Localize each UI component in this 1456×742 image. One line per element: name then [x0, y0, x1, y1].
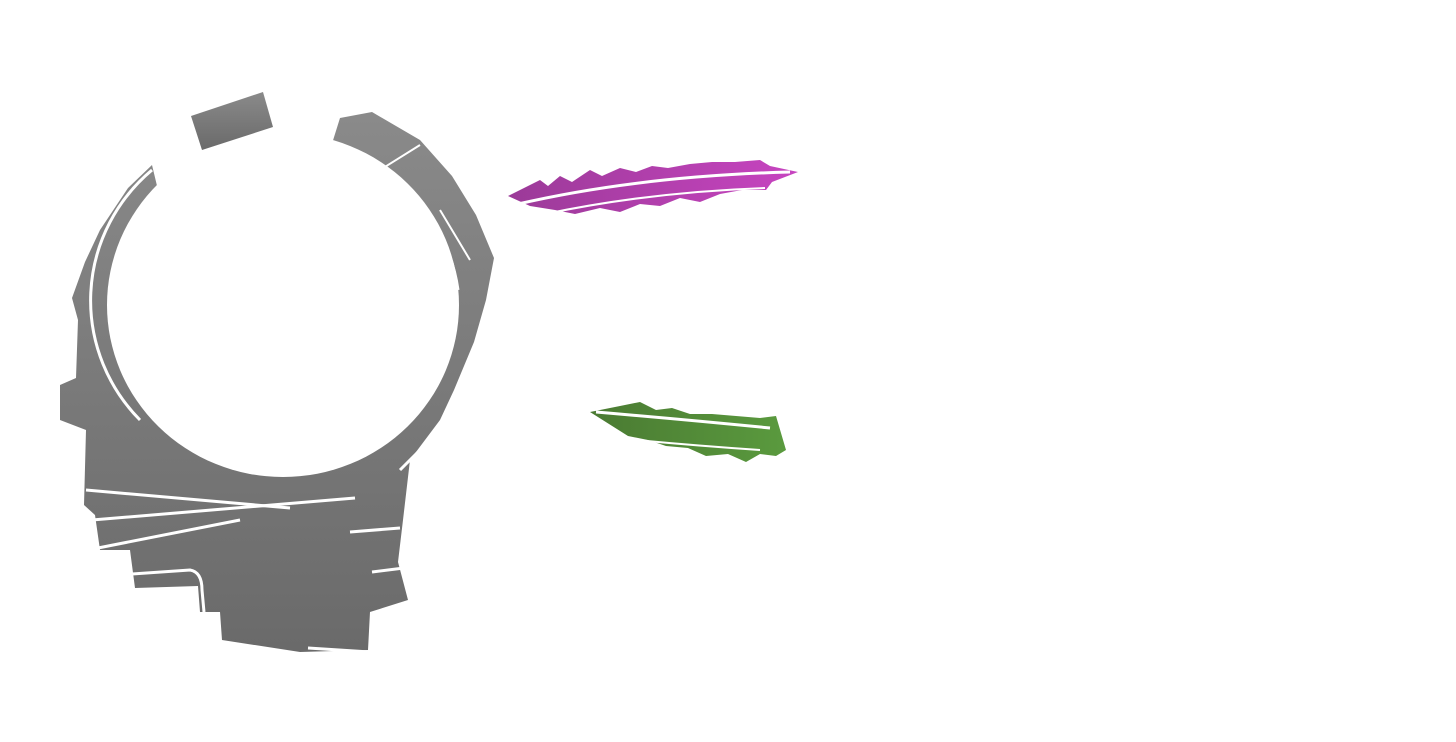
top-arrow-icon [508, 160, 798, 215]
head-profile-icon [60, 86, 494, 654]
bottom-arrow-icon [590, 402, 786, 462]
